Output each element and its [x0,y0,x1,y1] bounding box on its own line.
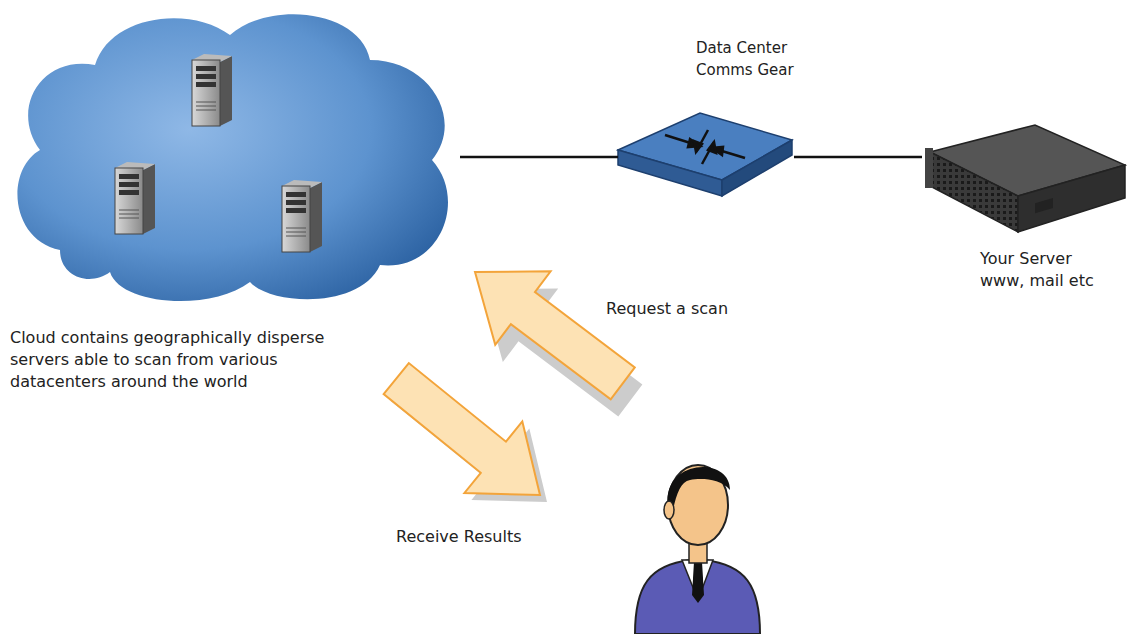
switch-device: Data Center Comms Gear [618,35,794,200]
server-device: Your Serverwww, mail etc [922,120,1128,310]
cloud-region: Cloud contains geographically disperse s… [5,5,460,435]
arrow-label: Receive Results [396,526,522,548]
network-link [794,156,922,159]
node-label: Data Center Comms Gear [696,37,794,81]
arrow-label: Request a scan [606,298,728,320]
switch-icon [618,113,792,196]
server-icon [925,125,1125,232]
node-label: Your Server [980,248,1072,270]
network-link [460,156,618,159]
person-icon [635,465,760,634]
node-label: www, mail etc [980,270,1094,292]
node-label: Cloud contains geographically disperse s… [10,327,340,393]
